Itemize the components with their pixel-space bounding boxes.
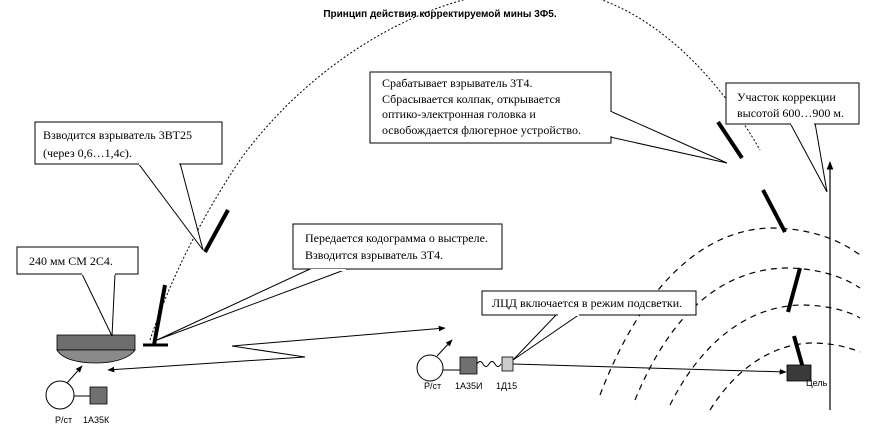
designator-1d15 [501,356,514,372]
callout-mortar: 240 мм СМ 2С4. [16,246,139,337]
callout-ltsd: ЛЦД включается в режим подсветки. [481,290,697,361]
projectile-launch [152,284,167,346]
projectile-final [792,335,805,369]
device-1a35i [459,356,478,375]
label-rst-right: Р/ст [424,381,441,391]
label-target: Цель [806,378,828,388]
callout-codegram-line1: Передается кодограмма о выстреле. [305,231,488,245]
label-rst-left: Р/ст [55,415,72,425]
diagram-title: Принцип действия корректируемой мины 3Ф5… [323,9,557,20]
radio-link [107,325,446,373]
callout-correction: Участок коррекции высотой 600…900 м. [725,82,860,193]
projectile-descent-2 [786,267,802,313]
laser-beam [512,363,787,375]
callout-fuze-t4: Срабатывает взрыватель 3Т4. Сбрасывается… [369,71,728,164]
trajectory-arc [149,0,761,341]
radio-station-left [45,365,90,410]
callout-fuze-t4-line4: освобождается флюгерное устройство. [382,123,581,137]
callout-mortar-text: 240 мм СМ 2С4. [29,254,113,268]
mortar-2s4 [56,334,136,364]
callout-codegram-line2: Взводится взрыватель 3Т4. [305,248,443,262]
callout-fuze-vt: Взводится взрыватель 3ВТ25 (через 0,6…1,… [34,121,223,251]
callout-correction-line2: высотой 600…900 м. [737,106,844,120]
callout-ltsd-text: ЛЦД включается в режим подсветки. [492,296,682,310]
radio-station-right [416,339,460,382]
callout-fuze-t4-line3: оптико-электронная головка и [382,107,536,121]
projectile-ascent [203,209,230,253]
device-1a35k [89,386,108,405]
target [786,364,812,382]
label-1a35i: 1А35И [455,381,483,391]
callout-fuze-vt-line2: (через 0,6…1,4с). [43,146,132,160]
projectile-apex [716,120,744,160]
callout-fuze-t4-line2: Сбрасывается колпак, открывается [382,92,561,106]
callout-fuze-vt-line1: Взводится взрыватель 3ВТ25 [43,128,192,142]
callout-codegram: Передается кодограмма о выстреле. Взводи… [156,223,503,341]
cable-1a35i-1d15 [476,361,502,367]
label-1a35k: 1А35К [83,415,110,425]
callout-fuze-t4-line1: Срабатывает взрыватель 3Т4. [382,76,533,90]
callout-correction-line1: Участок коррекции [737,90,836,104]
label-1d15: 1Д15 [496,381,517,391]
projectile-descent-1 [761,189,787,233]
